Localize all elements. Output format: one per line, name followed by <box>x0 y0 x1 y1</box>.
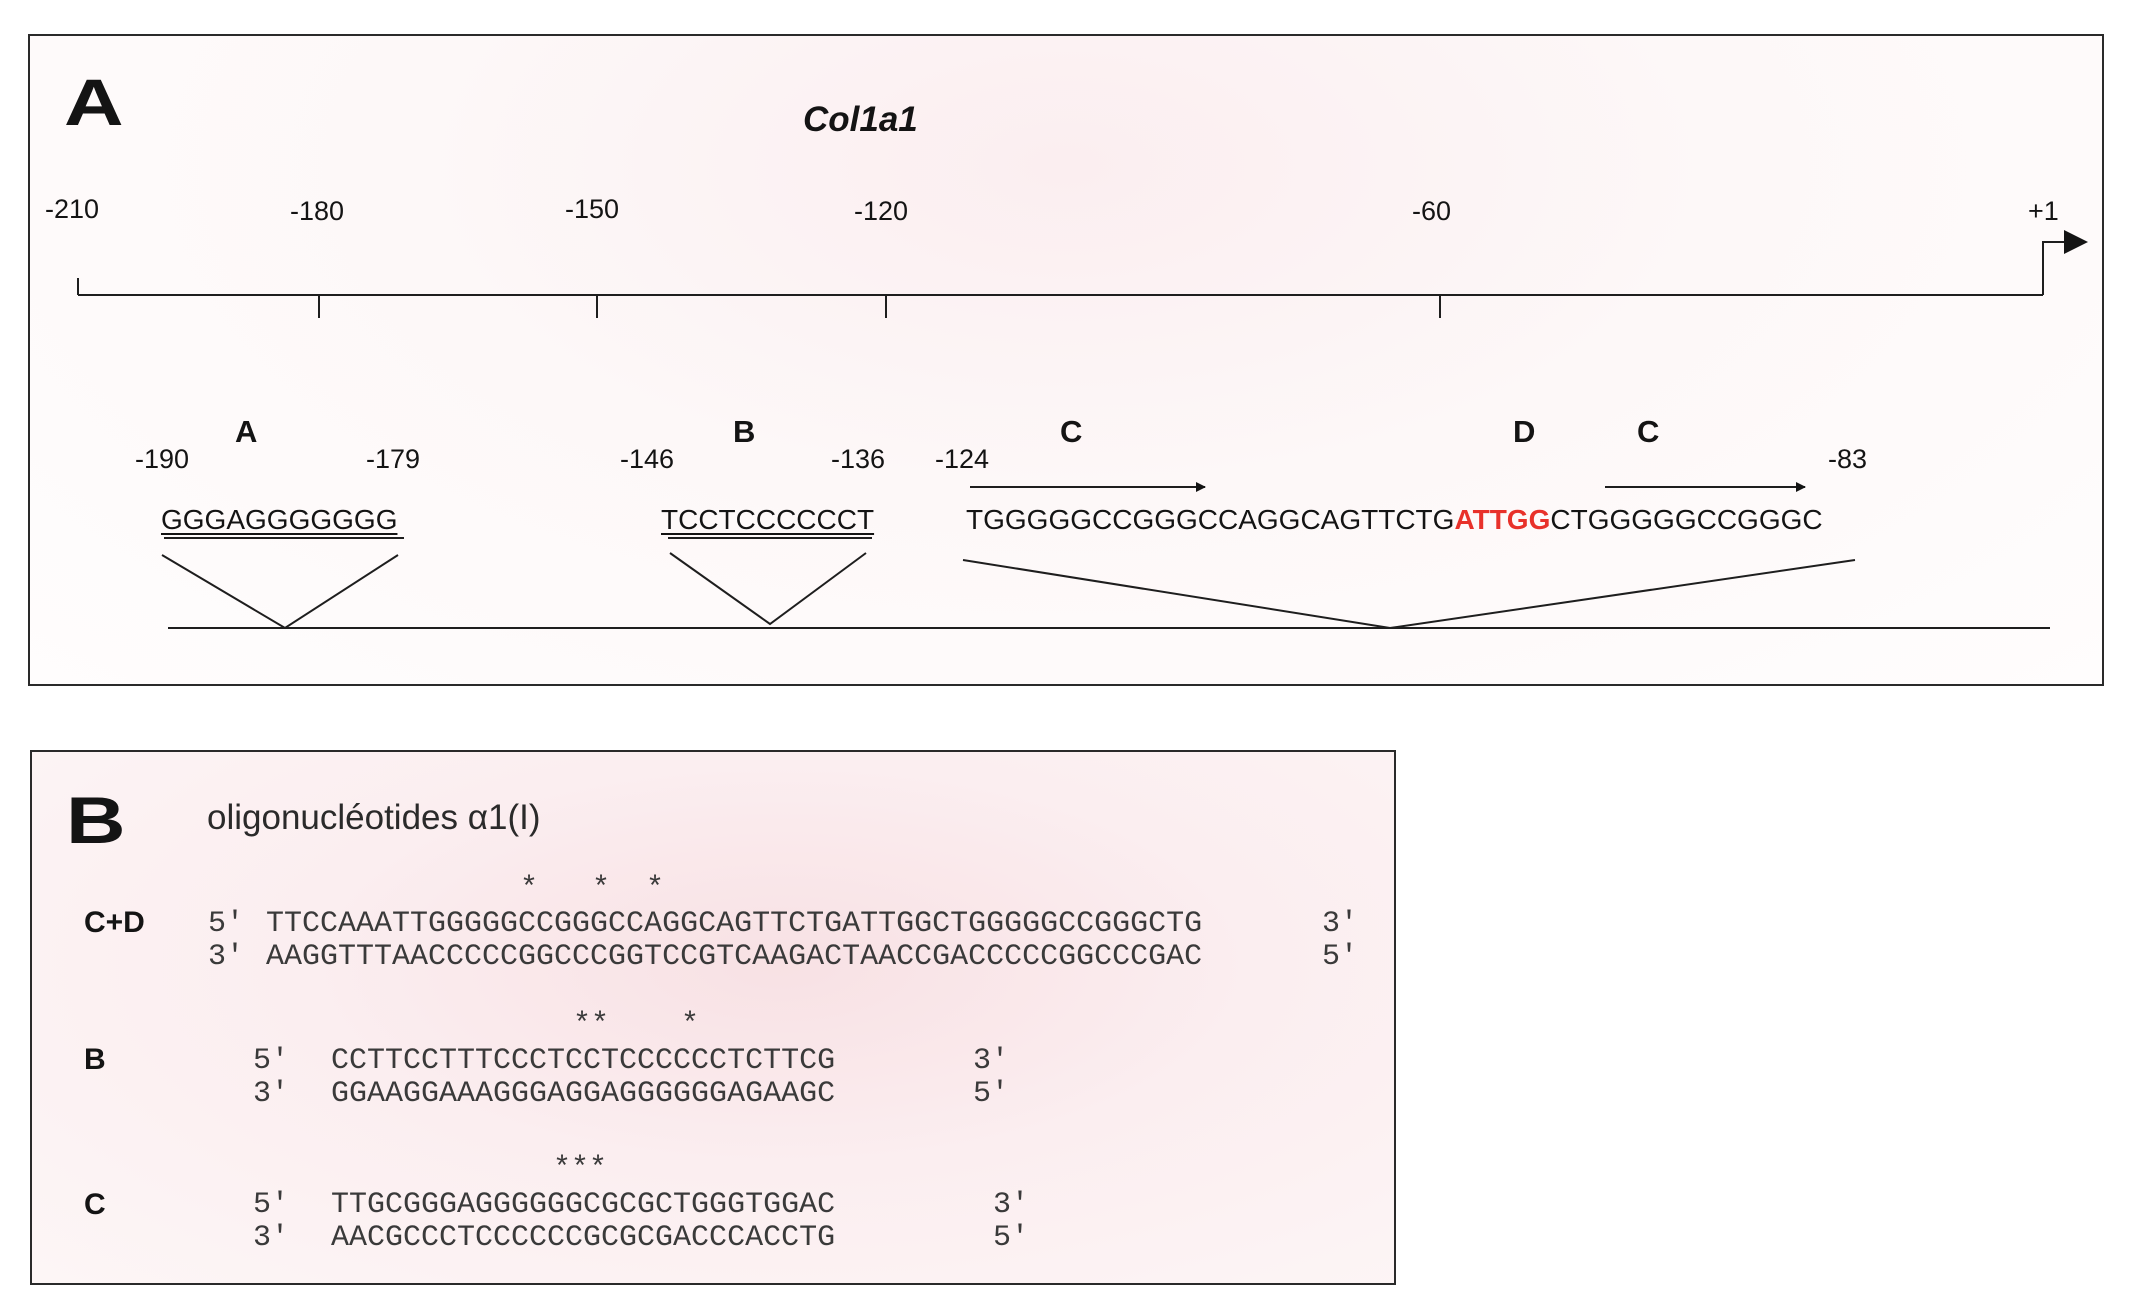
oligo-cd-bottom-5prime: 5' <box>1322 940 1359 974</box>
tick-label-plus1: +1 <box>2028 196 2059 226</box>
panel-b <box>30 750 1396 1285</box>
sequence-c-part: TGGGGGCCGGGCCAGGCAGTTCTG <box>966 504 1455 535</box>
oligo-b-bottom-3prime: 3' <box>253 1077 290 1111</box>
oligo-cd-bottom-3prime: 3' <box>208 940 245 974</box>
element-b-start: -146 <box>620 444 675 474</box>
oligo-c-bottom-sequence: AACGCCCTCCCCCCGCGCGACCCACCTG <box>331 1221 836 1255</box>
oligo-b-name: B <box>84 1043 106 1076</box>
element-cdc-end: -83 <box>1828 444 1868 474</box>
oligo-cd-top-5prime: 5' <box>208 907 245 941</box>
oligo-c-name: C <box>84 1188 106 1221</box>
element-b-end: -136 <box>831 444 886 474</box>
oligo-c-top-sequence: TTGCGGGAGGGGGGCGCGCTGGGTGGAC <box>331 1188 836 1222</box>
element-a-label: A <box>235 414 258 449</box>
oligo-c-mutation-stars: *** <box>553 1152 608 1186</box>
oligo-b-bottom-sequence: GGAAGGAAAGGGAGGAGGGGGGAGAAGC <box>331 1077 836 1111</box>
oligo-c-top-5prime: 5' <box>253 1188 290 1222</box>
element-c-label-left: C <box>1060 414 1083 449</box>
transcription-start-arrowhead <box>2064 230 2088 254</box>
ccaat-box: ATTGG <box>1454 504 1551 535</box>
element-cdc-start: -124 <box>935 444 990 474</box>
oligo-b-top-5prime: 5' <box>253 1044 290 1078</box>
element-c-label-right: C <box>1637 414 1660 449</box>
panel-a-letter: A <box>64 65 124 139</box>
element-b-connector <box>669 552 867 626</box>
tick-label-minus210: -210 <box>45 194 100 224</box>
element-b-label: B <box>733 414 756 449</box>
oligo-cd-mutation-stars: * * * <box>520 872 665 906</box>
sequence-c-part-2: CTGGGGGCCGGGC <box>1550 504 1823 535</box>
oligo-cd-top-sequence: TTCCAAATTGGGGGCCGGGCCAGGCAGTTCTGATTGGCTG… <box>266 907 1203 941</box>
oligo-c-bottom-5prime: 5' <box>993 1221 1030 1255</box>
tick-label-minus150: -150 <box>565 194 620 224</box>
element-a-connector <box>161 554 399 630</box>
panel-b-letter: B <box>66 783 126 857</box>
tick-label-minus120: -120 <box>854 196 909 226</box>
oligo-cd-bottom-sequence: AAGGTTTAACCCCCGGCCCGGTCCGTCAAGACTAACCGAC… <box>266 940 1203 974</box>
oligo-b-top-3prime: 3' <box>973 1044 1010 1078</box>
tick-label-minus60: -60 <box>1412 196 1452 226</box>
element-d-label: D <box>1513 414 1536 449</box>
transcription-start-line <box>2042 241 2068 295</box>
element-a-end: -179 <box>366 444 421 474</box>
element-a-sequence: GGGAGGGGGGG <box>161 504 398 535</box>
oligo-b-top-sequence: CCTTCCTTTCCCTCCTCCCCCCTCTTCG <box>331 1044 836 1078</box>
oligo-cd-top-3prime: 3' <box>1322 907 1359 941</box>
oligo-c-top-3prime: 3' <box>993 1188 1030 1222</box>
oligo-cd-name: C+D <box>84 906 145 939</box>
element-cdc-sequence: TGGGGGCCGGGCCAGGCAGTTCTGATTGGCTGGGGGCCGG… <box>966 504 1823 536</box>
element-a-start: -190 <box>135 444 190 474</box>
gene-title: Col1a1 <box>803 100 918 139</box>
element-b-sequence: TCCTCCCCCCT <box>661 504 875 535</box>
oligo-b-mutation-stars: ** * <box>573 1008 700 1042</box>
oligo-c-bottom-3prime: 3' <box>253 1221 290 1255</box>
panel-b-title: oligonucléotides α1(I) <box>207 798 541 837</box>
element-cdc-connector <box>962 559 1856 630</box>
tick-label-minus180: -180 <box>290 196 345 226</box>
oligo-b-bottom-5prime: 5' <box>973 1077 1010 1111</box>
